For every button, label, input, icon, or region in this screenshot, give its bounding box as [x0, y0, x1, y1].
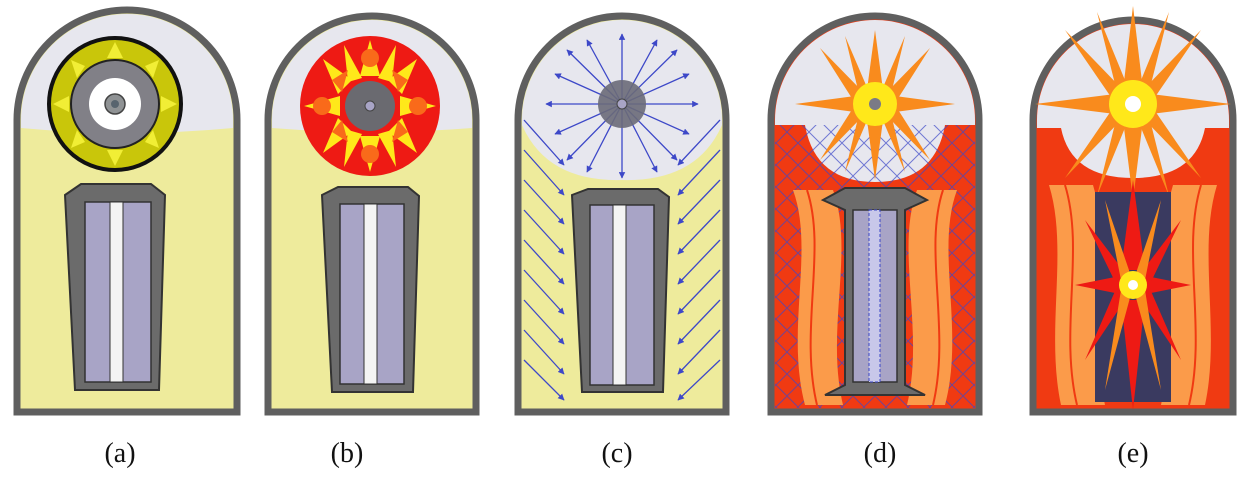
radiation-arrows-icon: [523, 119, 721, 401]
secondary-stage-icon: [63, 183, 167, 391]
primary-explosion-icon: [1035, 6, 1231, 200]
secondary-stage-icon: [570, 188, 671, 393]
panel-c: (c): [512, 0, 762, 477]
implosion-icon: [300, 36, 440, 176]
panel-e: (e): [1025, 0, 1250, 477]
compressed-secondary-icon: [820, 187, 930, 396]
panel-label: (d): [863, 438, 897, 469]
panel-a: (a): [5, 0, 255, 477]
panel-label: (e): [1117, 438, 1149, 469]
panel-label: (b): [330, 438, 364, 469]
compression-waves-icon: [793, 189, 957, 406]
stage-c-diagram: [514, 12, 730, 416]
secondary-stage-icon: [320, 186, 421, 393]
stage-a-diagram: [13, 6, 241, 416]
primary-sphere-icon: [47, 36, 183, 172]
compression-waves-icon: [1049, 184, 1217, 406]
stage-b-diagram: [264, 12, 480, 416]
stage-e-diagram: [1029, 6, 1237, 416]
primary-explosion-icon: [795, 30, 955, 180]
secondary-explosion-icon: [1075, 180, 1191, 410]
panel-d: (d): [765, 0, 1015, 477]
stage-d-diagram: [767, 12, 983, 416]
panel-label: (a): [104, 438, 136, 469]
panel-label: (c): [601, 438, 633, 469]
panel-b: (b): [262, 0, 512, 477]
